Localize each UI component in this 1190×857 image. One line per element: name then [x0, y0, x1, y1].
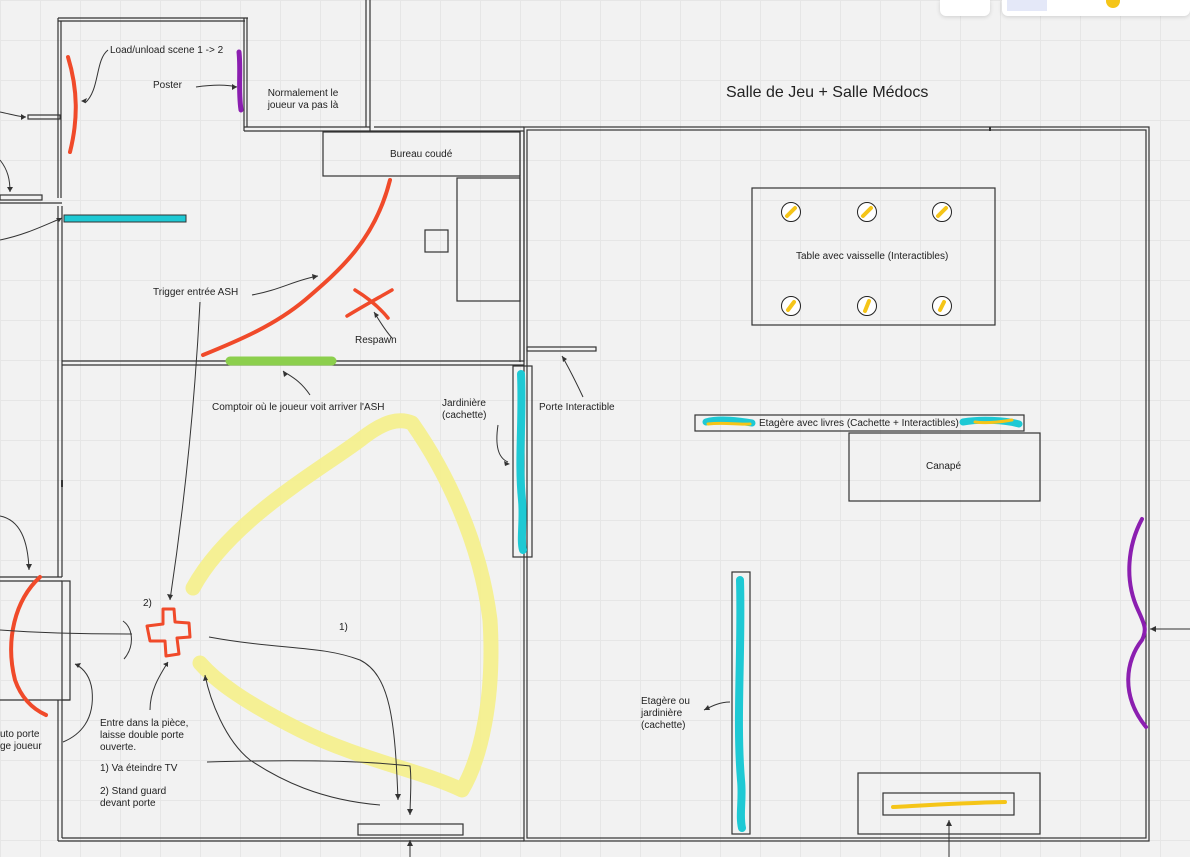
double-door-purple	[1126, 517, 1148, 729]
bureau-chair	[424, 229, 449, 253]
label-porte-interactible: Porte Interactible	[539, 402, 615, 413]
etagere-jardiniere-rect	[731, 571, 751, 835]
etagere-livres-cyan-right	[959, 416, 1023, 428]
bureau-top	[322, 131, 521, 177]
toolbar-right[interactable]	[1002, 0, 1190, 16]
tv-yellow	[891, 800, 1007, 809]
label-trigger: Trigger entrée ASH	[153, 287, 239, 298]
jardiniere-cyan	[516, 370, 527, 554]
label-jardiniere: Jardinière (cachette)	[442, 398, 487, 421]
label-entre: Entre dans la pièce, laisse double porte…	[100, 718, 189, 753]
label-load-unload: Load/unload scene 1 -> 2	[110, 45, 224, 56]
etagere-livres-rect	[694, 414, 1025, 432]
label-comptoir: Comptoir où le joueur voit arriver l'ASH	[212, 402, 385, 413]
poster-purple	[236, 49, 244, 113]
etagere-jardiniere-cyan	[734, 576, 746, 832]
label-step2-marker: 2)	[143, 598, 152, 609]
cyan-left-bar	[63, 214, 187, 223]
respawn-x-icon	[345, 288, 394, 320]
wall-left-corridor	[0, 114, 71, 701]
table-rect	[751, 187, 996, 326]
canape-rect	[848, 432, 1041, 502]
label-table: Table avec vaisselle (Interactibles)	[796, 251, 949, 262]
label-va-eteindre: 1) Va éteindre TV	[100, 763, 178, 774]
etagere-livres-cyan-left	[702, 416, 756, 427]
npc-patrol-path	[185, 413, 499, 798]
bureau-side	[456, 177, 521, 302]
etagere-livres-yellow-left	[706, 421, 752, 426]
label-etagere-livres: Etagère avec livres (Cachette + Interact…	[759, 418, 959, 429]
label-poster: Poster	[153, 80, 182, 91]
label-auto-porte: uto porte ge joueur	[0, 729, 42, 752]
toolbar-emoji-icon[interactable]	[1106, 0, 1120, 8]
label-respawn: Respawn	[355, 335, 397, 346]
porte-interactible	[526, 346, 597, 352]
toolbar-left[interactable]	[940, 0, 990, 16]
label-bureau: Bureau coudé	[390, 149, 453, 160]
jardiniere-rect	[512, 365, 533, 558]
wall-top-left-room	[58, 0, 524, 132]
etagere-livres-yellow-right	[973, 418, 1014, 425]
cross-icon	[145, 607, 192, 658]
door-bottom	[357, 823, 464, 836]
toolbar-swatch[interactable]	[1007, 0, 1047, 11]
label-etagere-jardiniere: Etagère ou jardinière (cachette)	[641, 696, 690, 731]
label-normalement: Normalement le joueur va pas là	[267, 88, 339, 111]
label-canape: Canapé	[926, 461, 962, 472]
tv-stand-inner	[882, 792, 1015, 816]
auto-door-line	[9, 575, 48, 717]
wall-main-room	[523, 126, 1150, 842]
label-step1-marker: 1)	[339, 622, 348, 633]
page-title: Salle de Jeu + Salle Médocs	[726, 84, 929, 101]
label-stand-guard: 2) Stand guard devant porte	[100, 786, 167, 809]
trigger-ash-line	[201, 178, 392, 357]
wall-left	[57, 18, 524, 842]
load-unload-line	[66, 55, 78, 154]
